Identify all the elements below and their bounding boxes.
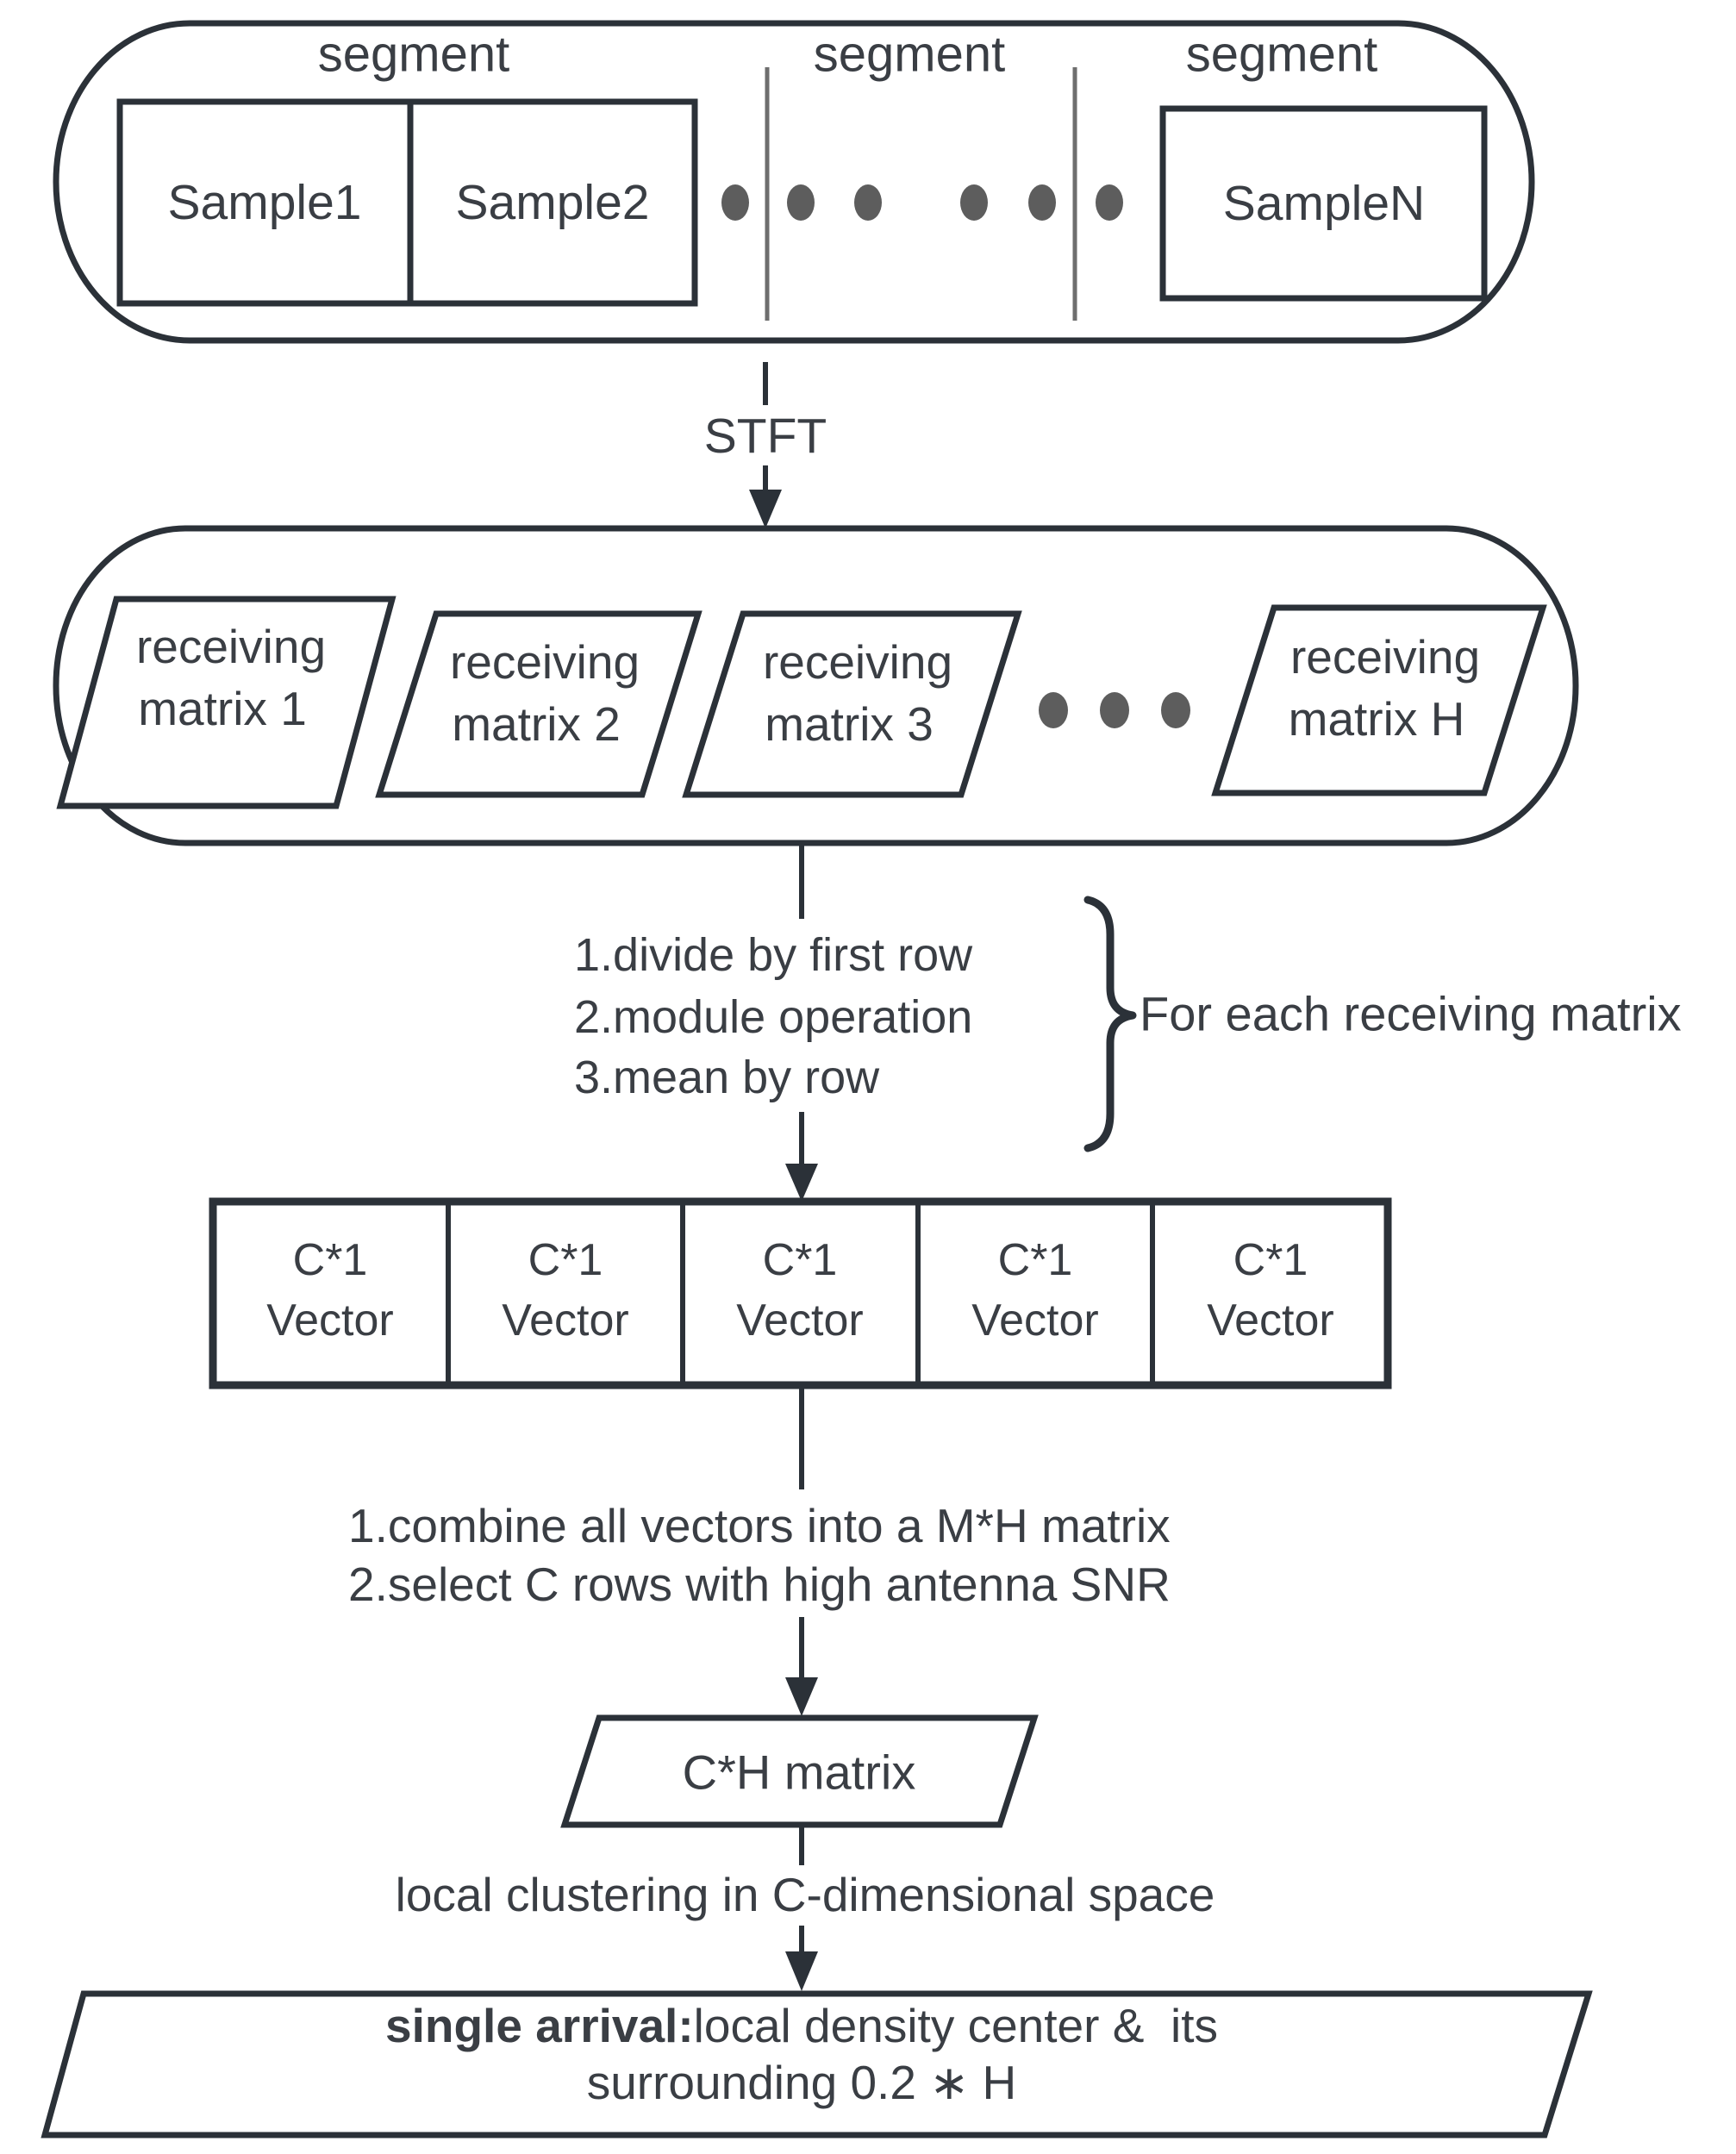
receiving-matrix-1-label: receiving [136, 620, 326, 673]
result-line-2: surrounding 0.2 ∗ H [587, 2056, 1017, 2109]
arrowhead [749, 490, 782, 528]
curly-brace [1083, 896, 1137, 1152]
ellipsis-dots-samples [721, 184, 1123, 221]
sample1-label: Sample1 [168, 175, 362, 230]
receiving-matrix-3 [682, 610, 1022, 798]
svg-text:Vector: Vector [1207, 1296, 1333, 1345]
segment-label: segment [1186, 27, 1377, 83]
vector-cell: C*1 Vector C*1 Vector C*1 Vector C*1 Vec… [266, 1235, 1333, 1345]
arrowhead [785, 1951, 818, 1991]
sampleN-box [1159, 105, 1488, 302]
svg-text:C*1: C*1 [1233, 1235, 1308, 1285]
receiving-matrix-H [1211, 604, 1547, 796]
ch-matrix-parallelogram [560, 1714, 1039, 1828]
receiving-matrix-2-label: receiving [450, 635, 640, 689]
result-parallelogram [41, 1990, 1593, 2138]
svg-text:Vector: Vector [502, 1296, 628, 1345]
ellipsis-dots-matrices [1039, 692, 1190, 728]
sampleN-label: SampleN [1223, 176, 1425, 231]
arrowhead [785, 1164, 818, 1202]
vector-row-box [209, 1197, 1392, 1389]
segment-label: segment [814, 27, 1005, 83]
brace-note: For each receiving matrix [1140, 987, 1682, 1041]
receiving-matrix-3-label: matrix 3 [765, 697, 934, 751]
per-matrix-step-1: 1.divide by first row [574, 929, 973, 981]
stft-arrow-label: STFT [704, 409, 827, 464]
receiving-matrix-H-label: matrix H [1289, 692, 1465, 746]
receiving-matrix-1-label: matrix 1 [138, 682, 307, 735]
per-matrix-step-3: 3.mean by row [574, 1052, 880, 1103]
svg-text:Vector: Vector [736, 1296, 863, 1345]
receiving-matrix-2-label: matrix 2 [452, 697, 621, 751]
per-matrix-step-2: 2.module operation [574, 991, 972, 1043]
sample2-box [407, 98, 698, 307]
segment-label: segment [318, 27, 509, 83]
combine-step-1: 1.combine all vectors into a M*H matrix [348, 1499, 1171, 1552]
svg-text:Vector: Vector [971, 1296, 1098, 1345]
svg-text:C*1: C*1 [293, 1235, 368, 1285]
sample2-label: Sample2 [456, 175, 650, 230]
combine-step-2: 2.select C rows with high antenna SNR [348, 1558, 1171, 1611]
receiving-matrix-2 [375, 610, 703, 798]
svg-text:Vector: Vector [266, 1296, 393, 1345]
svg-text:C*1: C*1 [528, 1235, 603, 1285]
ch-matrix-label: C*H matrix [683, 1745, 916, 1800]
clustering-label: local clustering in C-dimensional space [396, 1868, 1215, 1921]
receiving-matrix-H-label: receiving [1290, 630, 1480, 684]
result-line-1: single arrival:local density center & it… [385, 1999, 1218, 2052]
sample1-box [116, 98, 414, 307]
receiving-matrix-1 [56, 596, 397, 809]
svg-text:C*1: C*1 [998, 1235, 1073, 1285]
svg-text:C*1: C*1 [763, 1235, 838, 1285]
receiving-matrix-3-label: receiving [763, 635, 952, 689]
arrowhead [785, 1677, 818, 1716]
